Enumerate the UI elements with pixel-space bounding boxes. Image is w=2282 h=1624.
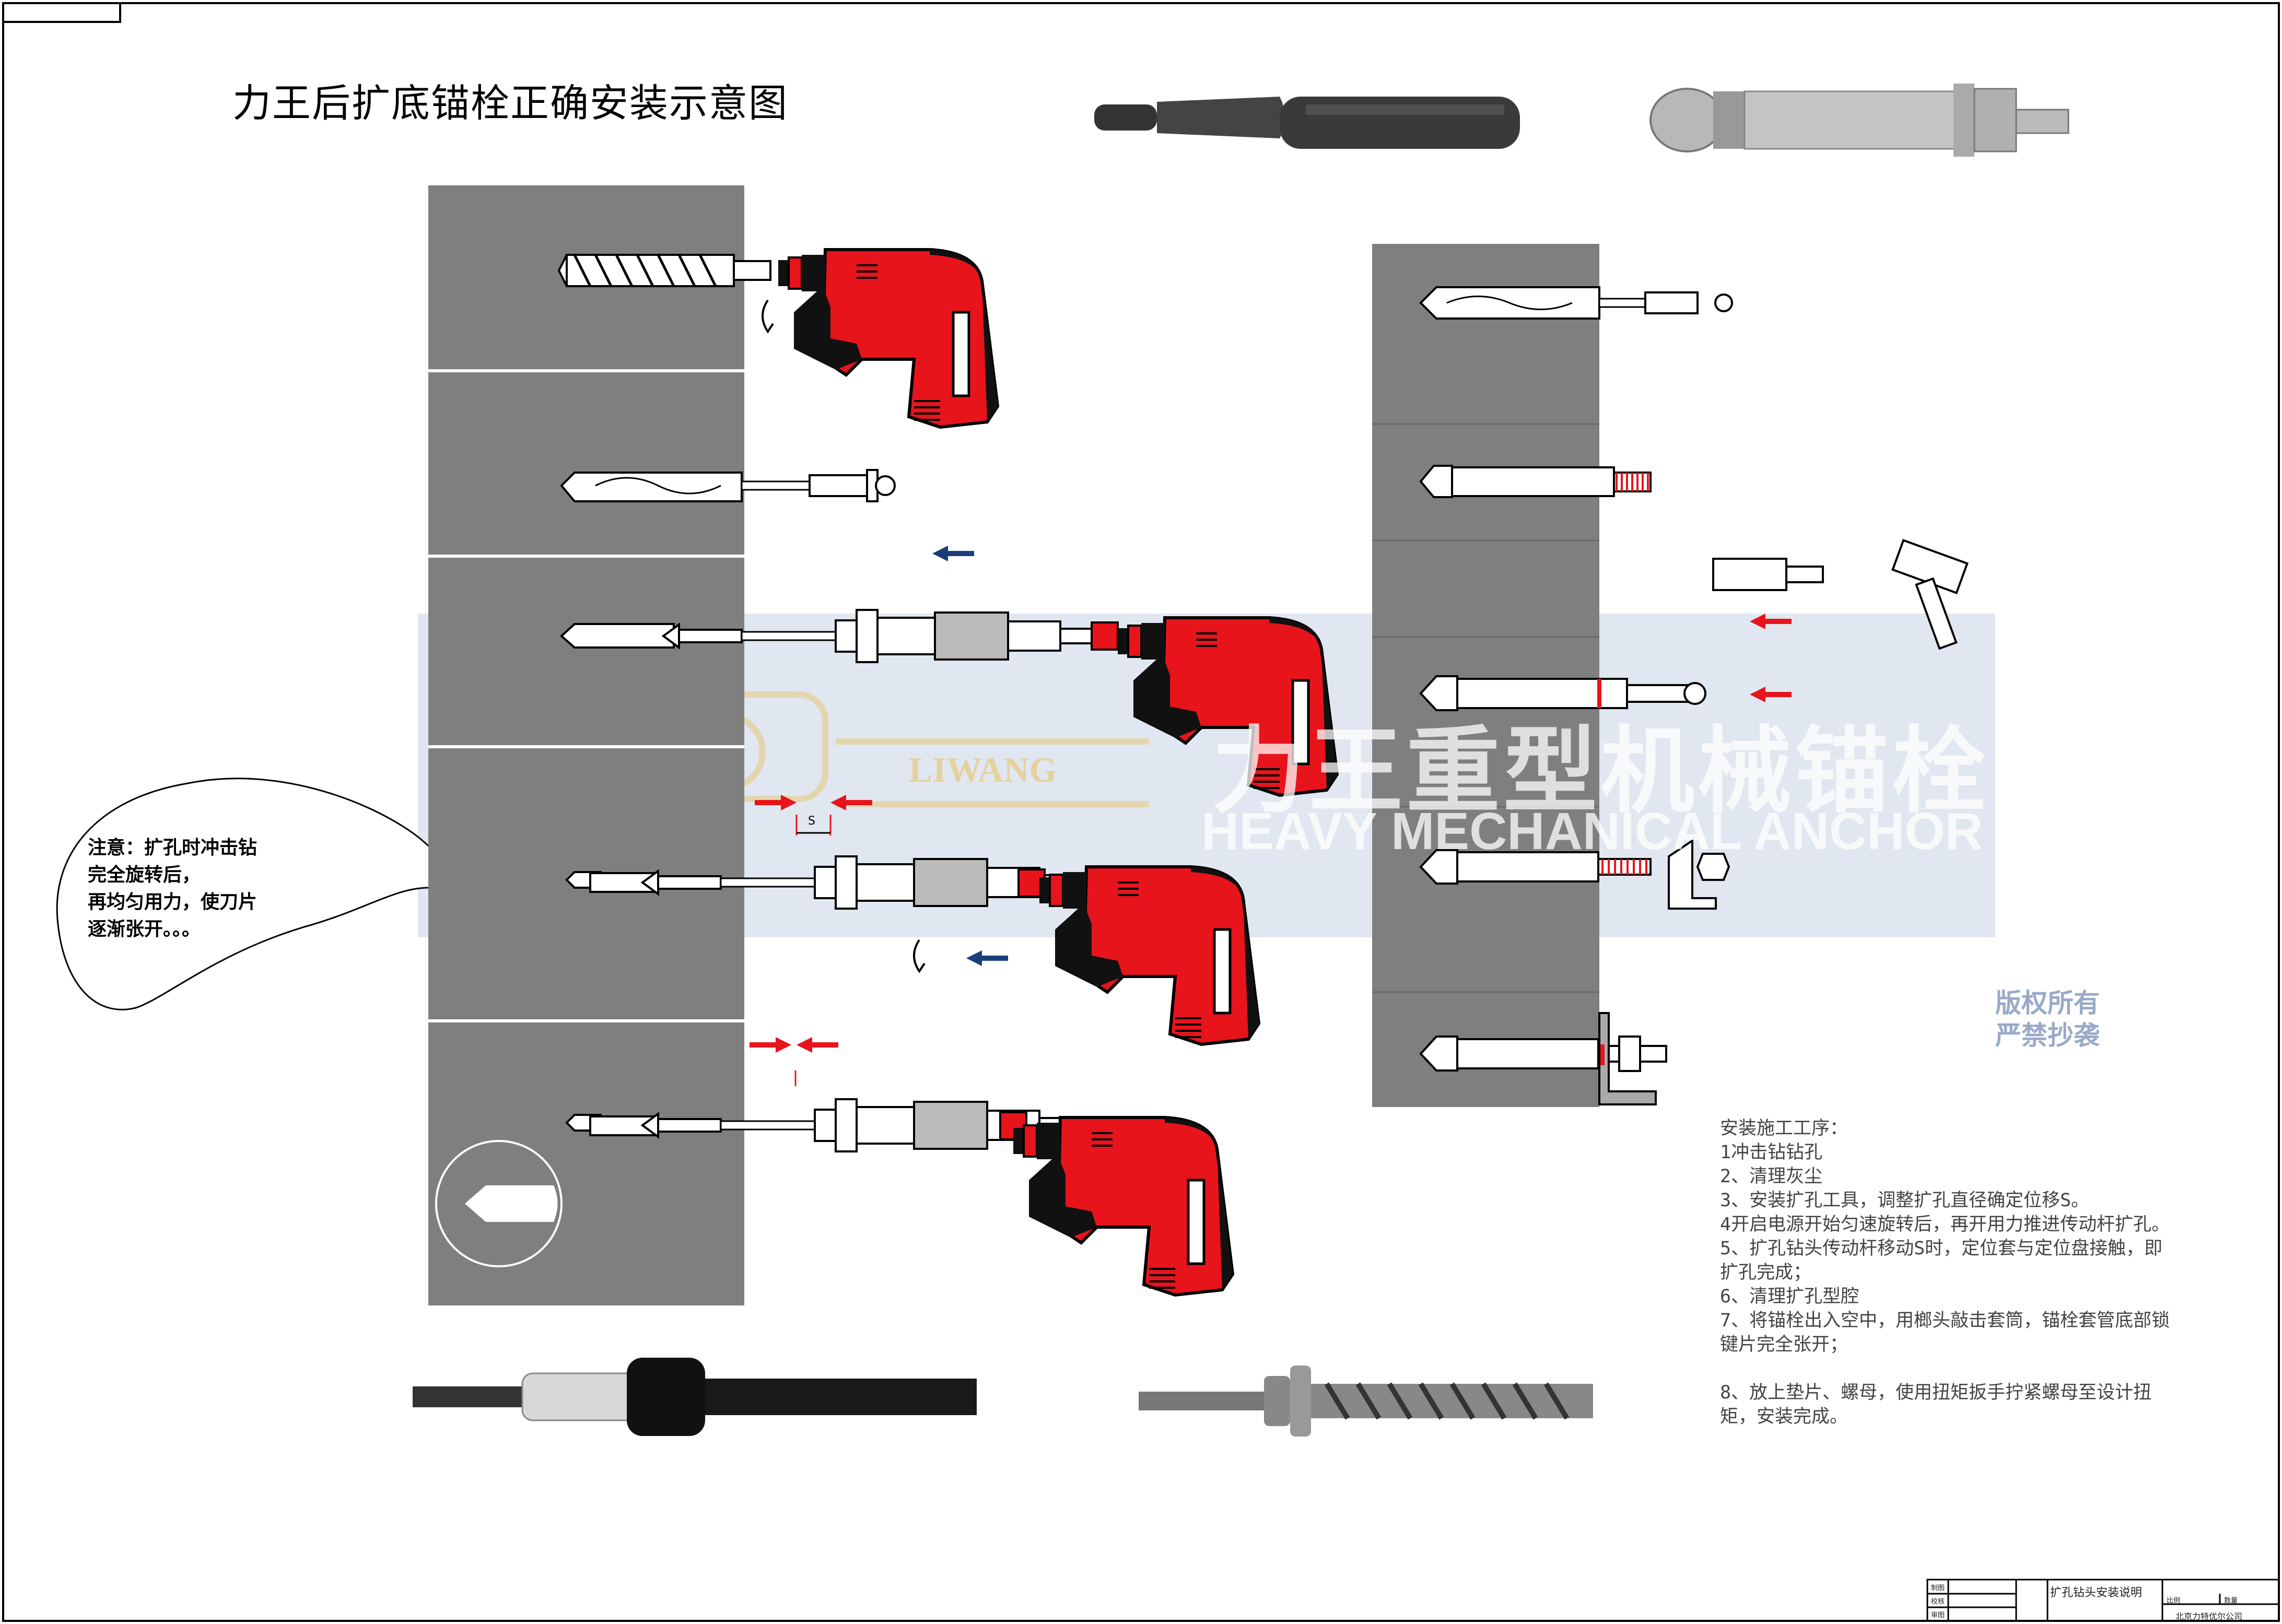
watermark-cn: 力王重型机械锚栓 — [1212, 719, 1990, 824]
watermark-brand: LIWANG — [909, 750, 1057, 790]
right-step5-installed — [1419, 1012, 1667, 1105]
step-item: 7、将锚栓出入空中，用榔头敲击套筒，锚栓套管底部锁键片完全张开； — [1720, 1310, 2170, 1355]
watermark-en: HEAVY MECHANICAL ANCHOR BOLT — [1201, 802, 2136, 861]
install-steps: 安装施工工序： 1冲击钻钻孔 2、清理灰尘 3、安装扩孔工具，调整扩孔直径确定位… — [1720, 1116, 2180, 1429]
note-line: 完全旋转后， — [88, 864, 201, 886]
blue-arrow-step4 — [966, 950, 1008, 966]
panel-dividers-right — [1372, 423, 1599, 993]
step-item: 8、放上垫片、螺母，使用扭矩扳手拧紧螺母至设计扭矩，安装完成。 — [1720, 1382, 2152, 1427]
title-block-row: 校核 — [1931, 1598, 1945, 1606]
step-item: 3、安装扩孔工具，调整扩孔直径确定位移S。 — [1720, 1190, 2090, 1211]
photo-undercut-anchor — [1649, 84, 2069, 157]
panel-dividers-left — [428, 369, 744, 1022]
right-step3-setting — [1419, 675, 1706, 711]
right-step4-expanded — [1419, 839, 1730, 910]
copyright-notice: 版权所有 严禁抄袭 — [1995, 987, 2100, 1052]
red-arrow-step5-a — [750, 1037, 791, 1053]
step-item: 2、清理灰尘 — [1720, 1166, 1823, 1187]
note-line: 逐渐张开。。。 — [88, 919, 201, 940]
right-step1-hole-cleaning — [1419, 286, 1733, 320]
copyright-line2: 严禁抄袭 — [1995, 1020, 2100, 1051]
step5-hammer-drill — [1013, 1117, 1233, 1295]
concrete-wall-right — [1372, 244, 1599, 1107]
title-block — [1926, 1579, 2280, 1622]
page-title: 力王后扩底锚栓正确安装示意图 — [232, 81, 788, 126]
scale-label: 比例 — [2167, 1597, 2181, 1605]
copyright-line1: 版权所有 — [1995, 988, 2100, 1018]
title-block-row: 审图 — [1931, 1611, 1945, 1619]
step-item: 4开启电源开始匀速旋转后，再开用力推进传动杆扩孔。 — [1720, 1214, 2170, 1235]
photo-expansion-tool — [413, 1358, 977, 1436]
title-block-row: 制图 — [1931, 1584, 1945, 1592]
dimension-s-label: S — [808, 815, 815, 828]
photo-drive-rod — [1094, 97, 1520, 149]
step4-hammer-drill — [1039, 867, 1259, 1044]
step2-cleaning — [560, 469, 896, 502]
qty-label: 数量 — [2224, 1597, 2238, 1605]
step-item: 1冲击钻钻孔 — [1720, 1142, 1823, 1163]
right-step2-anchor-inserted — [1419, 465, 1652, 498]
drawing-name: 扩孔钻头安装说明 — [2050, 1586, 2143, 1599]
photo-drill-bit — [1139, 1366, 1593, 1437]
rotation-icon — [762, 299, 774, 334]
step1-hammer-drill — [778, 250, 998, 427]
step3-expansion-tool — [560, 609, 1119, 663]
note-line: 注意：扩孔时冲击钻 — [88, 837, 258, 858]
step5-expansion-tool — [565, 1098, 1072, 1152]
note-text: 注意：扩孔时冲击钻 完全旋转后， 再均匀用力，使刀片 逐渐张开。。。 — [88, 834, 257, 943]
note-line: 再均匀用力，使刀片 — [88, 891, 258, 913]
setting-tool-and-hammer — [1712, 539, 1969, 650]
step-item: 6、清理扩孔型腔 — [1720, 1286, 1859, 1307]
corner-tab — [2, 2, 121, 23]
company-name: 北京力特优尔公司 — [2175, 1611, 2243, 1621]
note-bubble — [56, 778, 429, 1010]
blue-arrow-step2 — [932, 546, 974, 561]
step-item: 5、扩孔钻头传动杆移动S时，定位套与定位盘接触，即扩孔完成； — [1720, 1238, 2163, 1283]
red-arrow-step5-b — [797, 1037, 838, 1053]
steps-heading: 安装施工工序： — [1720, 1118, 1848, 1139]
step1-drill-bit — [557, 254, 774, 334]
step-item — [1720, 1357, 2180, 1381]
